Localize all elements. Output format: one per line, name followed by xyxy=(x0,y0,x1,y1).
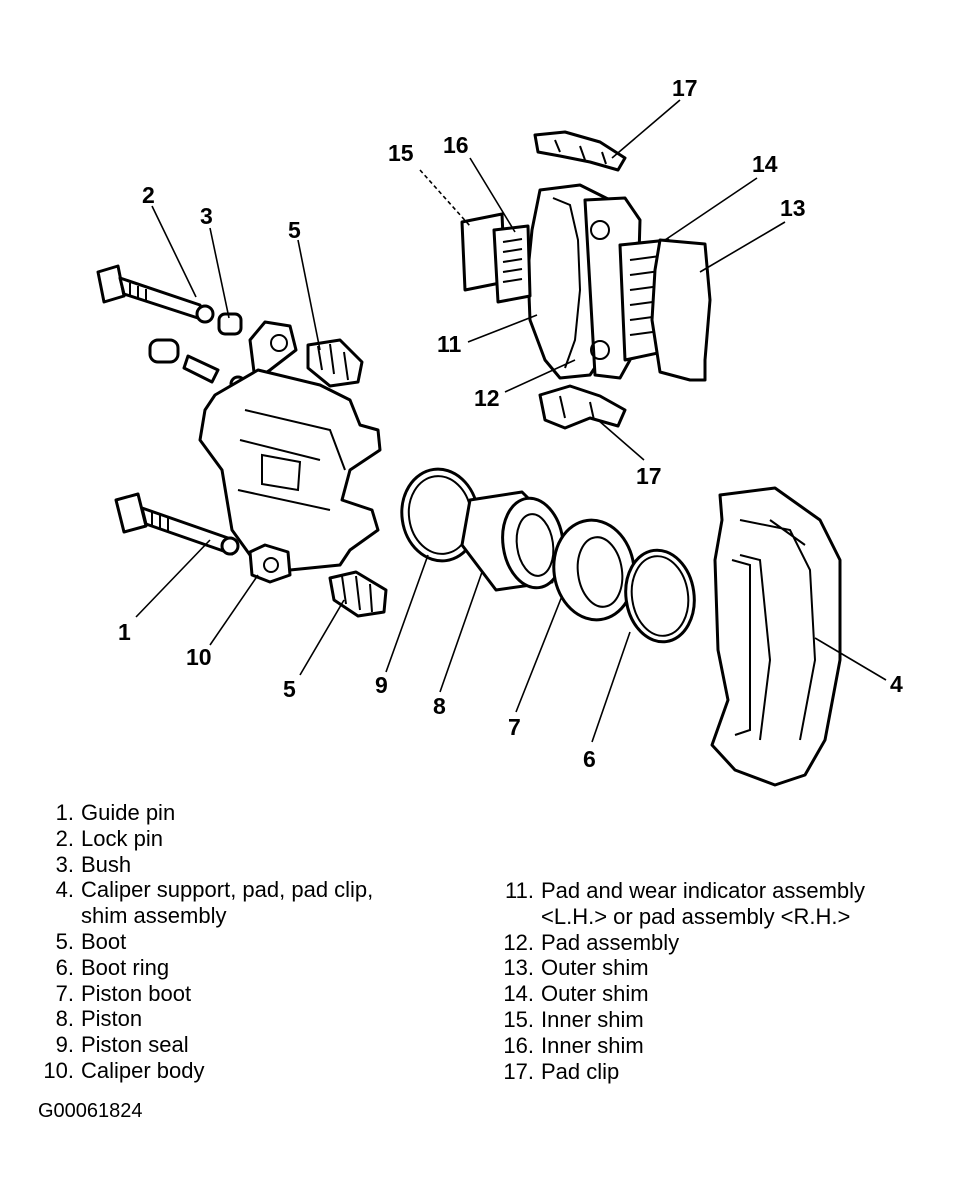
legend-text: Pad clip xyxy=(541,1058,620,1084)
legend-text: Boot xyxy=(81,928,127,954)
legend-number: 13. xyxy=(503,955,534,981)
callout-17-bottom: 17 xyxy=(636,463,662,489)
legend-text: Inner shim xyxy=(541,1032,644,1058)
legend-number: 5. xyxy=(55,928,74,954)
legend-text: Caliper support, pad, pad clip, xyxy=(81,877,374,903)
caliper-body-part xyxy=(198,320,382,584)
legend-entry: 9. Piston seal xyxy=(30,1032,470,1058)
inner-shim-16-part xyxy=(492,224,532,304)
callout-11: 11 xyxy=(437,331,462,357)
legend-entry: 17. Pad clip xyxy=(490,1059,960,1085)
legend-number: 3. xyxy=(55,851,74,877)
boot-part-lower xyxy=(328,570,388,618)
legend-entry: 8. Piston xyxy=(30,1006,470,1032)
small-pin-part xyxy=(148,338,247,393)
legend-number xyxy=(490,904,534,930)
legend-number: 11. xyxy=(505,878,534,903)
legend-entry: 5. Boot xyxy=(30,929,470,955)
legend-text: shim assembly xyxy=(81,903,227,929)
callout-6: 6 xyxy=(583,746,596,772)
legend-text: Boot ring xyxy=(81,954,170,980)
legend-entry: 13. Outer shim xyxy=(490,955,960,981)
callout-5-bottom: 5 xyxy=(283,676,296,702)
legend-number: 2. xyxy=(55,825,74,851)
legend-text: Pad and wear indicator assembly xyxy=(541,878,866,903)
legend-text: Outer shim xyxy=(541,955,649,981)
figure-code: G00061824 xyxy=(38,1100,143,1122)
legend-number: 8. xyxy=(55,1006,74,1032)
legend-number: 1. xyxy=(55,800,74,825)
legend-number: 6. xyxy=(55,954,74,980)
legend-entry: <L.H.> or pad assembly <R.H.> xyxy=(490,904,960,930)
legend-entry: 2. Lock pin xyxy=(30,826,470,852)
legend-number: 17. xyxy=(503,1058,534,1084)
legend-text: Lock pin xyxy=(81,825,163,851)
leader-lines xyxy=(135,99,887,743)
callout-12: 12 xyxy=(474,385,500,411)
callout-4: 4 xyxy=(890,671,903,697)
callout-labels: 17 16 15 14 13 2 3 5 11 12 17 1 10 5 9 8… xyxy=(118,75,903,772)
caliper-drawing: 17 16 15 14 13 2 3 5 11 12 17 1 10 5 9 8… xyxy=(96,75,903,787)
legend-entry: 16. Inner shim xyxy=(490,1033,960,1059)
legend-text: Piston xyxy=(81,1006,143,1032)
legend-text: Outer shim xyxy=(541,981,649,1007)
legend-entry: 10. Caliper body xyxy=(30,1058,470,1084)
callout-2: 2 xyxy=(142,182,155,208)
legend-text: Piston boot xyxy=(81,980,192,1006)
callout-1: 1 xyxy=(118,619,131,645)
legend-entry: 1. Guide pin xyxy=(30,800,470,826)
legend-entry: 11. Pad and wear indicator assembly xyxy=(490,878,960,904)
outer-shim-13-part xyxy=(650,238,712,382)
piston-seal-part xyxy=(400,467,480,563)
legend-entry: shim assembly xyxy=(30,903,470,929)
legend-number: 10. xyxy=(43,1057,74,1083)
legend-number: 12. xyxy=(503,929,534,955)
callout-13: 13 xyxy=(780,195,806,221)
parts-legend-left: 1. Guide pin 2. Lock pin 3. Bush 4. Caliper sup… xyxy=(30,800,470,1084)
legend-text: Piston seal xyxy=(81,1032,189,1058)
legend-number: 14. xyxy=(503,981,534,1007)
legend-text: Bush xyxy=(81,851,132,877)
legend-number: 4. xyxy=(55,877,74,903)
pad-clip-bottom-part xyxy=(538,384,627,430)
guide-pin-part xyxy=(114,492,240,556)
callout-8: 8 xyxy=(433,693,446,719)
legend-number: 16. xyxy=(503,1032,534,1058)
legend-text: Caliper body xyxy=(81,1057,205,1083)
callout-15: 15 xyxy=(388,140,414,166)
lock-pin-part xyxy=(96,264,215,324)
legend-entry: 4. Caliper support, pad, pad clip, xyxy=(30,877,470,903)
pad-clip-top-part xyxy=(533,130,627,172)
callout-10: 10 xyxy=(186,644,212,670)
legend-entry: 7. Piston boot xyxy=(30,981,470,1007)
legend-text: Inner shim xyxy=(541,1006,644,1032)
piston-part xyxy=(460,490,565,592)
callout-14: 14 xyxy=(752,151,778,177)
parts-legend-right: 11. Pad and wear indicator assembly<L.H.>… xyxy=(490,878,960,1084)
legend-entry: 15. Inner shim xyxy=(490,1007,960,1033)
bush-part xyxy=(217,312,243,336)
callout-17-top: 17 xyxy=(672,75,698,101)
boot-part-upper xyxy=(306,338,364,388)
exploded-view-diagram: 17 16 15 14 13 2 3 5 11 12 17 1 10 5 9 8… xyxy=(96,75,903,787)
callout-3: 3 xyxy=(200,203,213,229)
legend-entry: 12. Pad assembly xyxy=(490,930,960,956)
legend-entry: 14. Outer shim xyxy=(490,981,960,1007)
legend-number: 9. xyxy=(55,1032,74,1058)
callout-5-top: 5 xyxy=(288,217,301,243)
legend-entry: 3. Bush xyxy=(30,852,470,878)
legend-text: <L.H.> or pad assembly <R.H.> xyxy=(541,903,851,929)
boot-ring-part xyxy=(624,548,696,644)
callout-7: 7 xyxy=(508,714,521,740)
legend-text: Guide pin xyxy=(81,800,176,825)
callout-16: 16 xyxy=(443,132,469,158)
legend-number: 15. xyxy=(503,1006,534,1032)
legend-text: Pad assembly xyxy=(541,929,680,955)
caliper-support-part xyxy=(710,486,842,787)
legend-number xyxy=(30,903,74,929)
legend-number: 7. xyxy=(55,980,74,1006)
legend-entry: 6. Boot ring xyxy=(30,955,470,981)
callout-9: 9 xyxy=(375,672,388,698)
